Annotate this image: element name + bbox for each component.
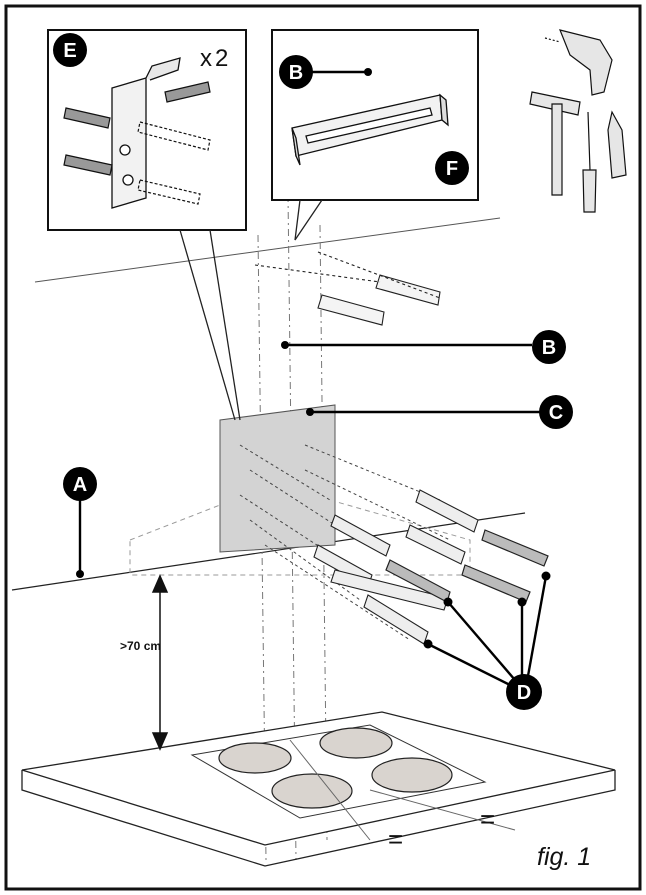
callout-d: D [506, 674, 542, 710]
burner-front-right [371, 757, 453, 793]
lower-wall-plugs [313, 489, 479, 645]
spacing-mark-left: = [388, 824, 403, 854]
outer-frame [4, 4, 642, 891]
height-dimension [151, 574, 169, 751]
callout-a: A [63, 467, 97, 501]
plate-drill-lines [239, 444, 451, 641]
leader-d-2 [447, 601, 516, 681]
countertop-edge [21, 770, 616, 867]
inset-e-multiplier: x2 [200, 45, 231, 72]
hob-burners [218, 727, 453, 809]
tools [529, 29, 627, 213]
figure-caption: fig. 1 [537, 843, 591, 871]
wall-floor-line [11, 512, 526, 591]
callout-dots [76, 68, 551, 649]
inset-e-screws [63, 81, 211, 205]
callout-f: F [435, 151, 469, 185]
callout-c-label: C [549, 402, 563, 424]
callout-b: B [532, 330, 566, 364]
centre-lines [289, 739, 516, 841]
lower-screws [385, 529, 549, 603]
hammer-handle-icon [551, 103, 563, 196]
burner-front-left [271, 773, 353, 809]
hood-outline [129, 499, 471, 576]
pencil-icon [607, 110, 627, 179]
callout-a-label: A [73, 474, 87, 496]
ceiling-line [34, 217, 501, 283]
inset-e-pointer [179, 229, 241, 421]
leader-d-1 [427, 642, 511, 687]
callout-b-inset: B [279, 55, 313, 89]
bracket-e-drawing [111, 57, 181, 209]
inset-f-pointer [294, 199, 323, 241]
height-measurement: >70 cm [120, 639, 161, 653]
mounting-plate [219, 404, 336, 553]
drill-icon [559, 29, 613, 96]
burner-back-left [218, 742, 292, 774]
callout-f-label: F [446, 158, 458, 180]
callout-e-label: E [63, 40, 76, 62]
bracket-f-drawing [291, 93, 449, 166]
inset-e-frame [47, 29, 247, 231]
screwdriver-icon [582, 111, 597, 213]
hob-outline [190, 724, 487, 819]
callout-d-label: D [517, 682, 531, 704]
burner-back-right [319, 727, 393, 759]
callout-c: C [539, 395, 573, 429]
callout-b-label: B [542, 337, 556, 359]
upper-wall-plugs [254, 251, 441, 326]
callout-b-inset-label: B [289, 62, 303, 84]
leader-d-4 [526, 575, 548, 677]
callout-e: E [53, 33, 87, 67]
spacing-mark-right: = [480, 804, 495, 834]
